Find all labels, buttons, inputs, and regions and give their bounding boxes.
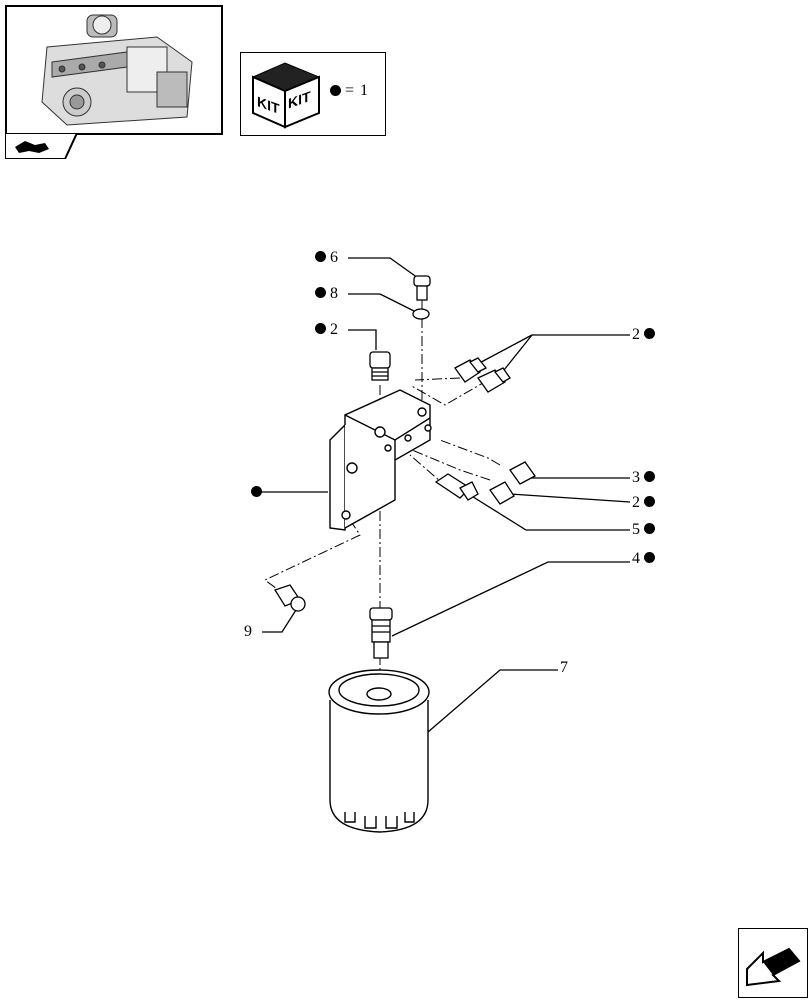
nav-tab[interactable] [5, 133, 77, 159]
kit-legend-text: = 1 [330, 82, 369, 100]
bullet-icon [330, 85, 341, 96]
kit-count: 1 [360, 82, 370, 99]
engine-thumbnail[interactable] [5, 5, 223, 135]
callout-8: 8 [315, 286, 338, 302]
arrow-icon [746, 947, 801, 987]
kit-legend-box: KIT KIT [240, 52, 386, 136]
callout-bracket [251, 485, 262, 501]
callout-3: 3 [632, 470, 655, 486]
callout-5: 5 [632, 522, 655, 538]
callout-9: 9 [244, 623, 252, 640]
book-icon [15, 141, 49, 153]
callout-4: 4 [632, 551, 655, 567]
callout-2-lower: 2 [632, 495, 655, 511]
callout-2-right: 2 [632, 327, 655, 343]
callout-2-top: 2 [315, 322, 338, 338]
next-page-button[interactable] [738, 928, 808, 998]
kit-icon: KIT KIT [251, 62, 321, 129]
engine-illustration [41, 14, 193, 126]
callout-7: 7 [560, 659, 568, 676]
callout-6: 6 [315, 250, 338, 266]
